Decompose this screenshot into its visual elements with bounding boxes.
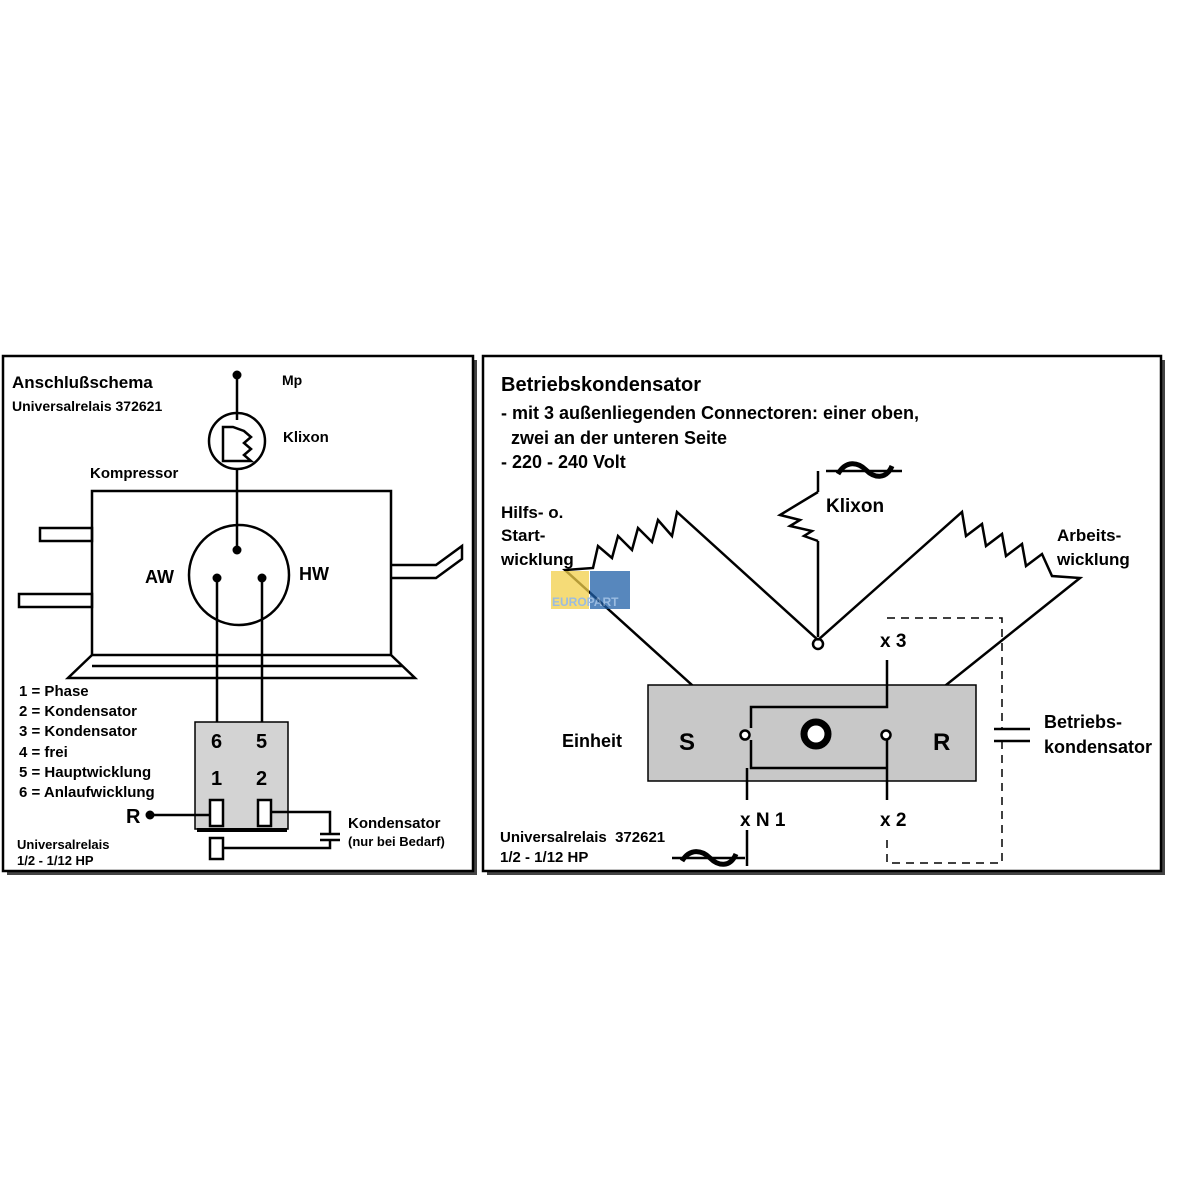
unit-s-label: S — [679, 729, 695, 756]
relay-terminal-5: 5 — [256, 731, 267, 753]
europart-watermark: EUROPART — [551, 571, 630, 609]
legend-item: 5 = Hauptwicklung — [19, 764, 151, 781]
capacitor-dashed-loop — [886, 617, 1003, 864]
xn1-label: x N 1 — [740, 810, 786, 831]
left-footer-line2: 1/2 - 1/12 HP — [17, 853, 94, 868]
hilfs-label-line1: Hilfs- o. — [501, 503, 563, 522]
arbeits-label-line2: wicklung — [1056, 550, 1130, 569]
wire-lower-to-kondensator — [223, 840, 332, 850]
relay-plug-lower — [208, 836, 225, 861]
mp-terminal-dot — [232, 370, 242, 380]
right-bullet-3: - 220 - 240 Volt — [501, 452, 626, 472]
hilfs-label-line3: wicklung — [500, 550, 574, 569]
einheit-label: Einheit — [562, 731, 622, 751]
internal-conductor-x3 — [749, 660, 889, 728]
right-bullet-2: zwei an der unteren Seite — [501, 428, 727, 448]
relay-terminal-1: 1 — [211, 768, 222, 790]
right-footer-line1: Universalrelais 372621 — [500, 829, 665, 846]
run-winding-coil — [817, 509, 1084, 734]
x2-label: x 2 — [880, 810, 906, 831]
legend-item: 4 = frei — [19, 744, 68, 761]
right-title: Betriebskondensator — [501, 374, 701, 396]
kompressor-housing — [90, 489, 393, 657]
motor-terminal-circle — [187, 523, 291, 627]
relay-plug-2 — [256, 798, 273, 828]
left-title: Anschlußschema — [12, 373, 153, 392]
pipe-right — [391, 543, 464, 580]
legend-item: 2 = Kondensator — [19, 703, 137, 720]
watermark-yellow-square — [551, 571, 589, 609]
right-panel: Betriebskondensator - mit 3 außenliegend… — [481, 354, 1165, 875]
motor-terminal-top — [232, 545, 242, 555]
ac-supply-bottom-icon — [672, 849, 745, 867]
left-panel: Anschlußschema Universalrelais 372621 Mp… — [1, 354, 477, 875]
mp-label: Mp — [282, 372, 302, 388]
relay-terminal-6: 6 — [211, 731, 222, 753]
wire-2-to-kondensator — [271, 810, 332, 834]
relay-terminal-2: 2 — [256, 768, 267, 790]
r-label-left: R — [126, 806, 141, 828]
watermark-blue-square — [590, 571, 630, 609]
hilfs-label-line2: Start- — [501, 526, 545, 545]
right-bullet-1: - mit 3 außenliegenden Connectoren: eine… — [501, 403, 919, 423]
legend-item: 1 = Phase — [19, 683, 89, 700]
kompressor-base — [64, 654, 419, 680]
start-winding-coil — [561, 509, 819, 734]
unit-center-pin — [800, 718, 832, 750]
left-footer-line1: Universalrelais — [17, 837, 110, 852]
top-junction-terminal — [811, 637, 825, 651]
unit-terminal-r — [880, 729, 892, 741]
legend-item: 6 = Anlaufwicklung — [19, 784, 155, 801]
terminal-legend: 1 = Phase 2 = Kondensator 3 = Kondensato… — [19, 683, 155, 801]
unit-terminal-s — [739, 729, 751, 741]
kompressor-label: Kompressor — [90, 465, 179, 482]
ac-supply-top-icon — [826, 461, 902, 479]
relay-plug-1 — [208, 798, 225, 828]
betriebs-label-line1: Betriebs- — [1044, 712, 1122, 732]
legend-item: 3 = Kondensator — [19, 723, 137, 740]
watermark-text: EUROPART — [552, 595, 619, 609]
aw-label: AW — [145, 567, 174, 587]
betriebs-label-line2: kondensator — [1044, 737, 1152, 757]
unit-r-label: R — [933, 729, 950, 756]
klixon-resistor-symbol — [776, 490, 819, 543]
pipe-left-upper — [38, 526, 94, 543]
arbeits-label-line1: Arbeits- — [1057, 526, 1121, 545]
kondensator-note: (nur bei Bedarf) — [348, 834, 445, 849]
hw-label: HW — [299, 564, 329, 584]
klixon-label-left: Klixon — [283, 429, 329, 446]
pipe-left-lower — [17, 592, 94, 609]
klixon-label-right: Klixon — [826, 496, 884, 517]
kondensator-label: Kondensator — [348, 815, 441, 832]
right-footer-line2: 1/2 - 1/12 HP — [500, 849, 588, 866]
left-subtitle: Universalrelais 372621 — [12, 398, 162, 414]
x3-label: x 3 — [880, 631, 906, 652]
internal-conductor-n1 — [749, 740, 887, 770]
